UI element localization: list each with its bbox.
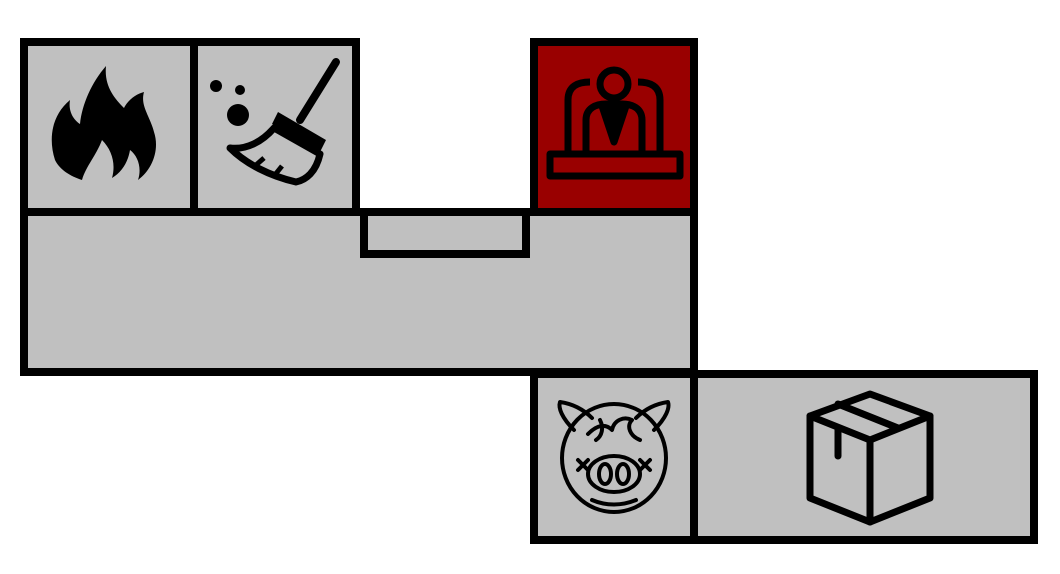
- cell-fire[interactable]: [20, 38, 198, 216]
- fire-icon: [51, 66, 157, 180]
- cell-box[interactable]: [690, 370, 1038, 544]
- box-icon: [806, 390, 934, 526]
- corridor-notch: [360, 208, 530, 258]
- receptionist-desk-icon: [546, 66, 684, 180]
- cell-corridor[interactable]: [20, 208, 698, 376]
- dead-pig-icon: [557, 400, 671, 514]
- cell-receptionist[interactable]: [530, 38, 698, 216]
- cell-dead-pig[interactable]: [530, 370, 698, 544]
- broom-icon: [210, 58, 340, 186]
- cell-broom[interactable]: [190, 38, 360, 216]
- corridor-floor: [20, 208, 698, 376]
